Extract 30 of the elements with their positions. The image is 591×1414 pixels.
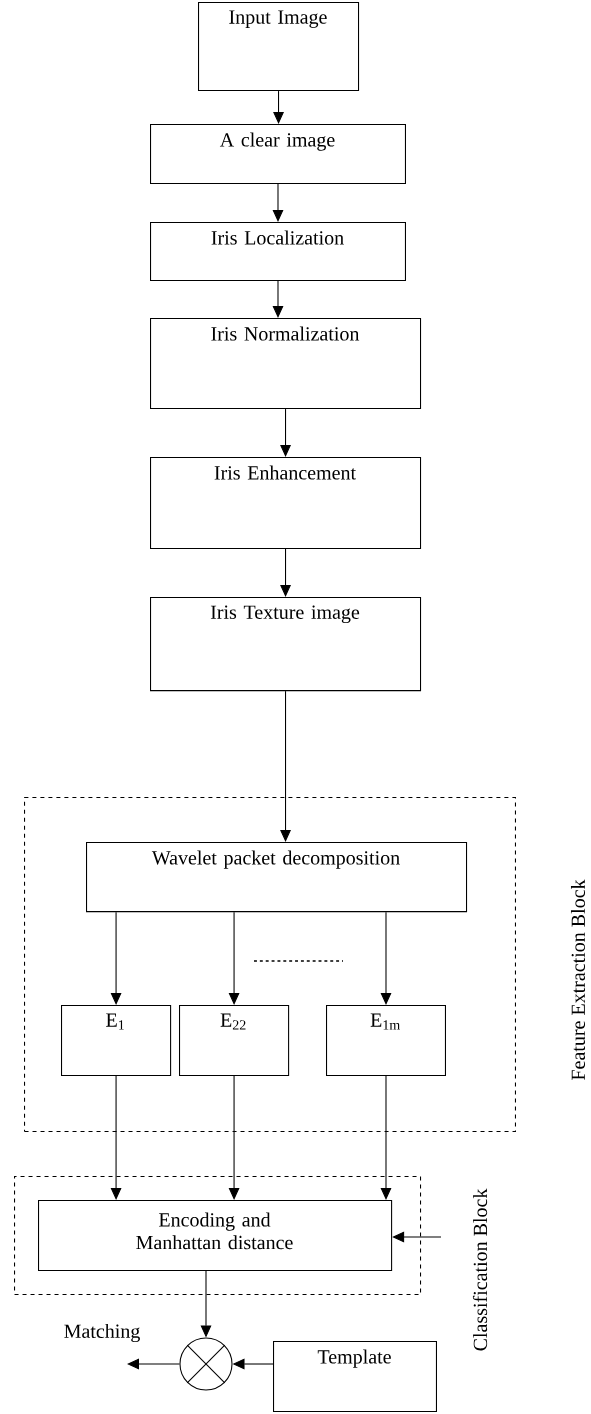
node-label: Classification Block — [472, 1188, 488, 1351]
node-label: Feature Extraction Block — [570, 879, 586, 1080]
process-box: E$_{1}$ — [61, 1005, 172, 1077]
process-box: Iris Enhancement — [150, 457, 422, 549]
arrow — [110, 911, 122, 1005]
arrow — [110, 1075, 122, 1200]
process-box: E$_{1m}$ — [326, 1005, 446, 1077]
arrow — [228, 1075, 240, 1200]
arrow — [392, 1231, 442, 1243]
arrow — [380, 1075, 392, 1200]
process-box: Template — [273, 1341, 437, 1413]
arrow — [280, 408, 291, 457]
arrow — [127, 1358, 180, 1370]
edge-label: Matching — [62, 1322, 142, 1344]
arrow — [272, 183, 284, 222]
process-box: Iris Texture image — [150, 597, 422, 692]
arrow — [273, 90, 284, 124]
process-box: Input Image — [198, 2, 360, 92]
process-box: Wavelet packet decomposition — [86, 842, 468, 913]
process-box: E$_{22}$ — [179, 1005, 290, 1077]
multiplier-circle — [179, 1337, 233, 1391]
arrow — [272, 280, 284, 318]
arrow — [280, 548, 291, 597]
arrow — [280, 690, 291, 842]
process-box: Iris Normalization — [150, 318, 422, 410]
process-box: A clear image — [150, 124, 406, 184]
arrow — [380, 911, 392, 1005]
arrow — [228, 911, 240, 1005]
process-box: Iris Localization — [150, 222, 406, 282]
process-box: Encoding and Manhattan distance — [38, 1200, 393, 1272]
